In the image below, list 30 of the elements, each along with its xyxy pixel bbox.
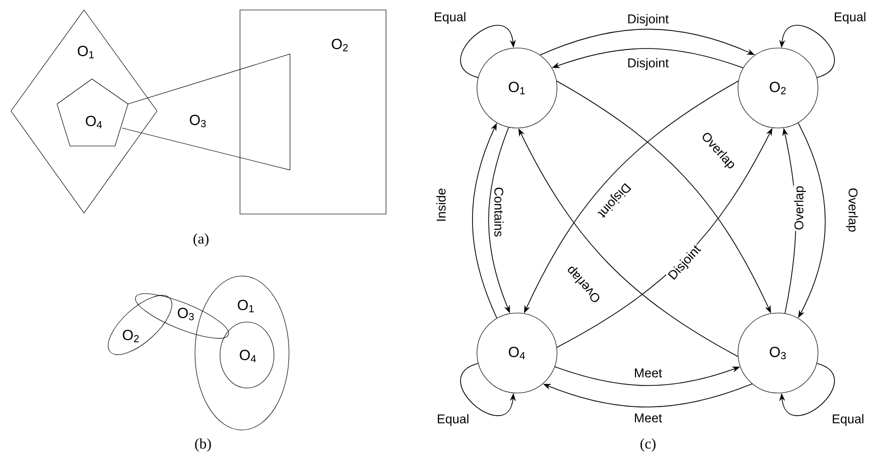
edge-label: Contains [494, 186, 504, 238]
object-label: O$_{4}$ [86, 116, 102, 128]
edge-label: Overlap [793, 185, 807, 231]
edge-label: Meet [633, 368, 663, 378]
edge-label: Disjoint [626, 57, 670, 71]
edge-label: Inside [436, 187, 446, 223]
edge-label: Equal [433, 11, 467, 25]
edge-label: Meet [633, 412, 663, 424]
edge-label: Equal [436, 413, 470, 427]
object-label: O$_{2}$ [122, 330, 139, 342]
diamond-shape [10, 10, 158, 214]
edge-label: Overlap [845, 187, 859, 233]
arrow [460, 24, 516, 78]
object-label: O$_{2}$ [332, 38, 348, 52]
ellipse-shape [194, 276, 290, 430]
pentagon-shape [56, 78, 128, 146]
edge-label: Equal [833, 11, 867, 25]
panel-label: (c) [640, 438, 656, 452]
object-label: O$_{3}$ [178, 308, 194, 320]
edge-label: Disjoint [626, 13, 670, 27]
panel-label: (b) [195, 438, 211, 452]
ellipse-shape [220, 322, 274, 388]
panel-label: (a) [194, 233, 208, 247]
object-label: O$_{1}$ [238, 300, 254, 312]
object-label: O$_{3}$ [190, 114, 206, 128]
object-label: O$_{4}$ [240, 350, 256, 362]
edge-label: Equal [831, 413, 865, 427]
rectangle-shape [240, 10, 386, 214]
arrow [779, 363, 835, 416]
object-label: O$_{1}$ [78, 46, 94, 58]
